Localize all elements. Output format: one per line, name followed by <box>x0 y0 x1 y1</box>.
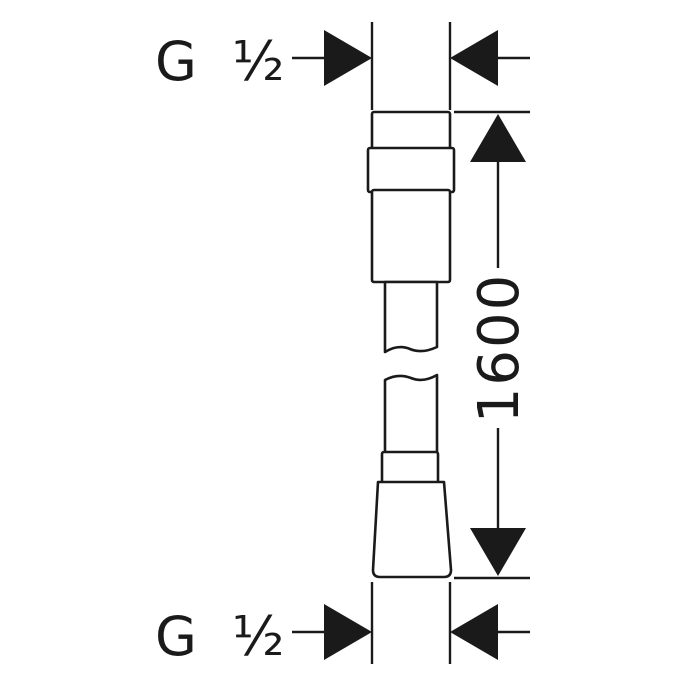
top-left-arrow-icon <box>324 30 372 86</box>
top-fitting-nut <box>366 146 456 194</box>
lower-hose-segment <box>383 373 439 457</box>
top-right-arrow-icon <box>450 30 498 86</box>
length-dimension: 1600 <box>454 110 532 580</box>
length-up-arrow-icon <box>470 114 526 162</box>
top-thread-size: ½ <box>232 30 284 93</box>
bottom-fitting-cone <box>371 480 453 579</box>
top-thread-callout: G ½ <box>155 22 530 110</box>
upper-hose-segment <box>383 280 439 354</box>
bottom-left-arrow-icon <box>324 604 372 660</box>
top-fitting-sleeve <box>370 188 452 284</box>
bottom-right-arrow-icon <box>450 604 498 660</box>
bottom-thread-size: ½ <box>232 605 284 668</box>
top-fitting-cap <box>370 110 452 152</box>
length-down-arrow-icon <box>470 528 526 576</box>
bottom-fitting-collar <box>380 450 440 486</box>
hose-body <box>366 110 456 579</box>
bottom-thread-callout: G ½ <box>155 582 530 668</box>
bottom-thread-letter: G <box>155 605 197 668</box>
top-thread-letter: G <box>155 30 197 93</box>
length-value: 1600 <box>467 273 532 424</box>
